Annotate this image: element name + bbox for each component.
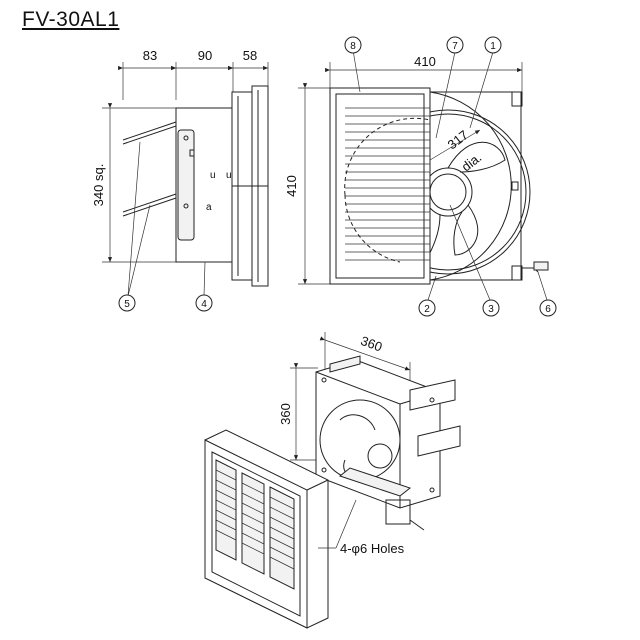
dim-58: 58 [243,48,257,63]
callout-4: 4 [201,299,207,310]
iso-view: 360 360 [204,332,461,629]
callouts: 8 7 1 2 3 6 4 5 [118,36,557,317]
front-view: 410 410 [284,54,549,285]
callout-6: 6 [545,304,551,315]
callout-1: 1 [490,41,496,52]
dim-90: 90 [198,48,212,63]
grille-louvers-iso [215,459,295,590]
dim-360-height: 360 [278,403,293,425]
svg-text:a: a [206,202,212,213]
model-title: FV-30AL1 [22,8,120,31]
dim-410-height: 410 [284,175,299,197]
callout-3: 3 [488,304,494,315]
callout-8: 8 [350,41,356,52]
dim-83: 83 [143,48,157,63]
dim-410-width: 410 [414,54,436,69]
callout-7: 7 [452,41,458,52]
side-view: 83 90 58 340 sq. u u a [91,48,269,287]
dim-340-sq: 340 sq. [91,164,106,207]
svg-text:u: u [210,170,216,181]
svg-text:u: u [226,170,232,181]
holes-note: 4-φ6 Holes [340,541,405,556]
dim-360-width: 360 [359,333,385,355]
callout-5: 5 [124,299,130,310]
callout-2: 2 [424,304,430,315]
